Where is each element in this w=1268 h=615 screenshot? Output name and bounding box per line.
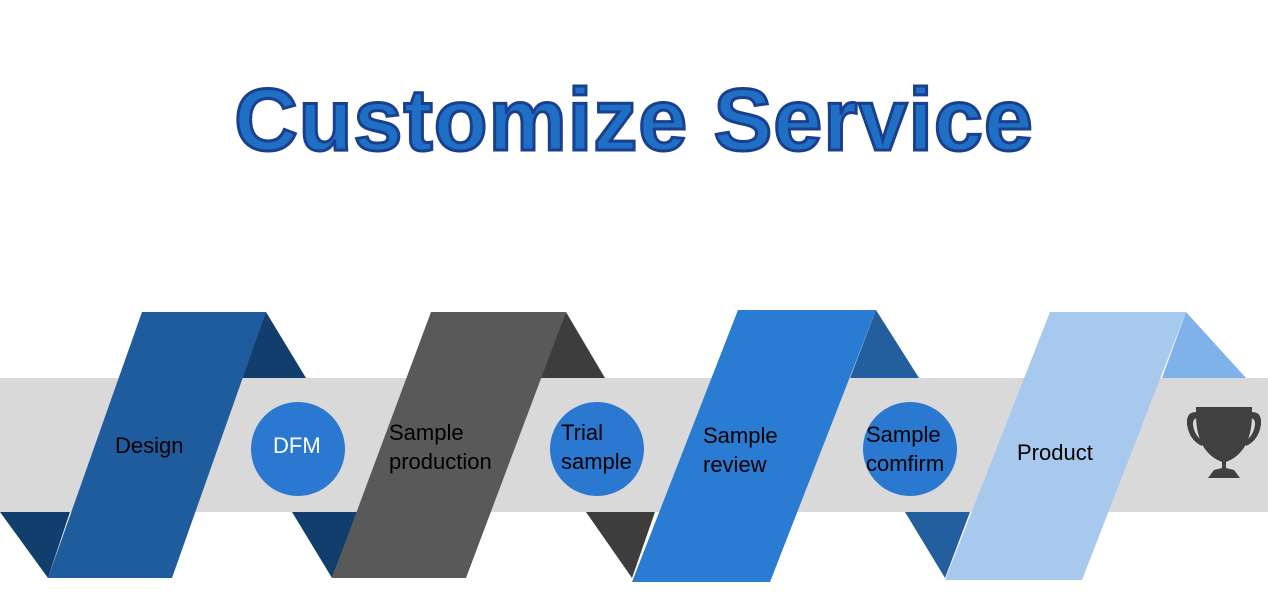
trophy-icon (1186, 407, 1262, 478)
ribbon-1 (48, 312, 266, 578)
ribbon-4 (945, 312, 1186, 580)
ribbon-1-fold-top (240, 312, 306, 378)
ribbon-2 (332, 312, 566, 578)
step-label-sample-comfirm: Sample comfirm (866, 422, 945, 476)
step-label-trial-sample: Trial sample (561, 420, 632, 474)
step-circle-sample-comfirm (863, 402, 957, 496)
step-label-sample-review: Sample review (703, 423, 778, 477)
ribbon-1-fold-bottom (0, 512, 70, 578)
step-label-product: Product (1017, 440, 1093, 465)
step-circle-trial-sample (550, 402, 644, 496)
ribbon-3-fold-top (850, 310, 919, 378)
ribbon-2-fold-bottom-right (586, 512, 655, 578)
step-label-design: Design (115, 433, 184, 458)
step-label-sample-production: Sample production (389, 420, 492, 474)
ribbon-2-fold-bottom-left (292, 512, 357, 578)
page-title: Customize Service (233, 69, 1035, 171)
step-circle-dfm (251, 402, 345, 496)
ribbon-4-fold-top (1162, 312, 1246, 378)
ribbon-2-fold-top (540, 312, 605, 378)
ribbon-3 (632, 310, 876, 582)
step-label-dfm: DFM (273, 433, 321, 458)
ribbon-3-fold-bottom (905, 512, 970, 578)
